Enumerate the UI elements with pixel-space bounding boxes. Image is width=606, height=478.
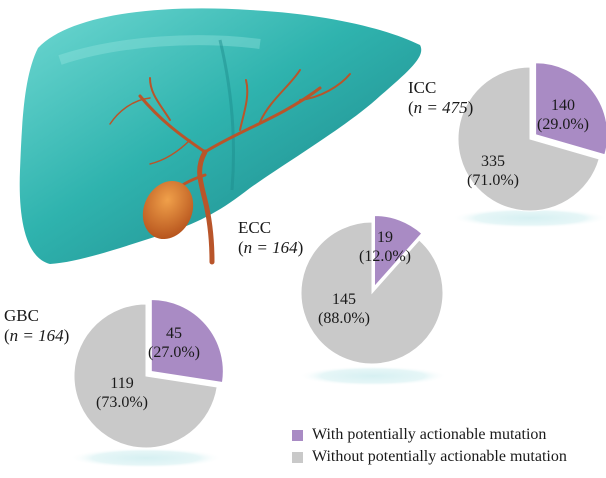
ecc-n: n = 164 [243,238,298,257]
ecc-with-value: 19 [376,229,393,246]
liver-illustration [19,8,422,265]
gbc-with-label: 45 (27.0%) [148,324,200,362]
gbc-with-percent: (27.0%) [148,344,200,361]
shadow-gbc [70,448,222,468]
pie-charts [73,62,606,449]
gbc-without-label: 119 (73.0%) [96,374,148,412]
icc-without-percent: (71.0%) [467,172,519,189]
gbc-slice-with [150,298,224,384]
icc-label: ICC (n = 475) [408,78,474,117]
legend-label-with: With potentially actionable mutation [312,426,547,443]
ecc-without-label: 145 (88.0%) [318,290,370,328]
ecc-with-percent: (12.0%) [359,248,411,265]
gbc-without-value: 119 [110,375,134,392]
gbc-label: GBC (n = 164) [4,306,70,345]
icc-with-percent: (29.0%) [537,116,589,133]
legend-item-with: With potentially actionable mutation [292,424,567,446]
ecc-label: ECC (n = 164) [238,218,304,257]
bile-duct-tree [109,69,351,265]
icc-with-value: 140 [550,97,575,114]
gbc-without-percent: (73.0%) [96,394,148,411]
ecc-group: ECC [238,218,272,237]
legend-item-without: Without potentially actionable mutation [292,446,567,468]
ecc-without-percent: (88.0%) [318,310,370,327]
icc-group: ICC [408,78,437,97]
ecc-without-value: 145 [331,291,356,308]
ecc-with-label: 19 (12.0%) [359,228,411,266]
liver-shape [19,8,422,265]
gallbladder [142,180,194,240]
icc-slice-without [457,66,600,212]
icc-without-value: 335 [480,153,505,170]
gbc-n: n = 164 [9,326,64,345]
icc-with-label: 140 (29.0%) [537,96,589,134]
icc-n: n = 475 [413,98,468,117]
legend-label-without: Without potentially actionable mutation [312,448,567,465]
icc-slice-with [535,62,606,156]
gbc-group: GBC [4,306,39,325]
legend-swatch-with [292,429,303,441]
legend-swatch-without [292,451,303,463]
shadow-icc [452,208,606,228]
icc-without-label: 335 (71.0%) [467,152,519,190]
gbc-slice-without [73,303,218,449]
shadow-ecc [299,366,447,386]
legend: With potentially actionable mutation Wit… [292,424,567,468]
ecc-slice-with [373,214,423,288]
ecc-slice-without [300,221,444,365]
gbc-with-value: 45 [165,325,182,342]
